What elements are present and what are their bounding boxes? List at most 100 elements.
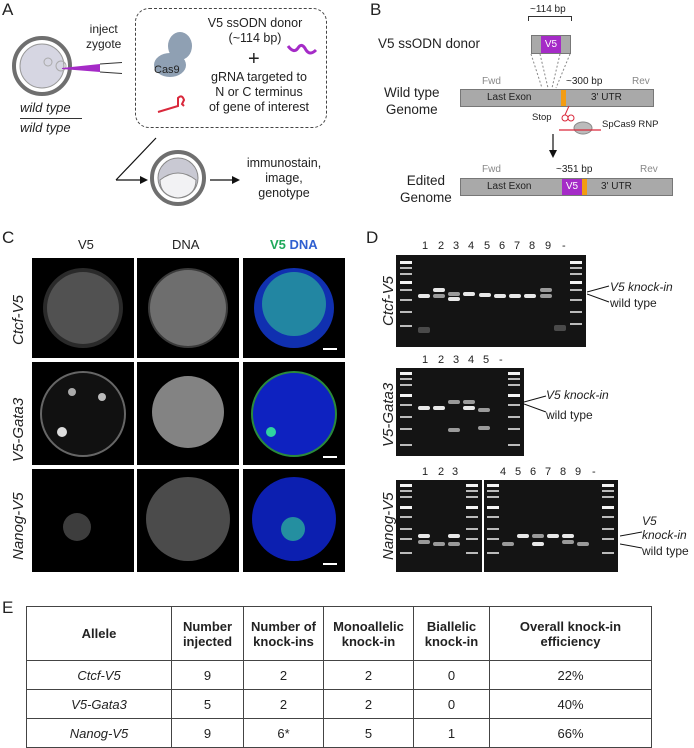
edited-genome-bar: Last Exon V5 3' UTR (460, 178, 673, 196)
table-row: V5-Gata3 5 2 2 0 40% (26, 689, 652, 719)
column-header-dna: DNA (172, 237, 200, 252)
cas9-label: Cas9 (154, 64, 180, 76)
wild-type-band-label: wild type (642, 544, 689, 558)
gel-label-ctcf: Ctcf-V5 (380, 275, 397, 326)
row-label-gata3: V5-Gata3 (10, 397, 27, 462)
lane-number: 1 (422, 466, 429, 478)
micrograph-nanog-merge (243, 469, 345, 572)
donor-description: V5 ssODN donor(~114 bp) (207, 16, 303, 45)
lane-number: 2 (438, 240, 445, 252)
outcome-text: immunostain,image,genotype (246, 156, 322, 200)
table-row: Nanog-V5 9 6* 5 1 66% (26, 718, 652, 748)
cell-allele: Nanog-V5 (26, 718, 172, 748)
lane-number: 7 (545, 466, 552, 478)
donor-title: V5 ssODN donor (378, 36, 481, 51)
lane-number: 8 (529, 240, 536, 252)
table-row: Ctcf-V5 9 2 2 0 22% (26, 660, 652, 690)
lane-number: 6 (499, 240, 506, 252)
lane-number: 4 (468, 354, 475, 366)
wt-genome-bar: Last Exon 3' UTR (460, 89, 654, 107)
panel-label-c: C (2, 228, 15, 247)
lane-number: - (499, 354, 503, 366)
cell-efficiency: 40% (489, 689, 652, 719)
cell-injected: 9 (171, 660, 244, 690)
grna-icon (157, 95, 186, 113)
ssodn-donor-icon (286, 43, 318, 55)
cell-knockins: 6* (243, 718, 324, 748)
lane-number: 3 (453, 354, 460, 366)
cas9-rnp-icon (559, 105, 601, 135)
lane-number: 9 (575, 466, 582, 478)
cell-biallelic: 0 (413, 689, 490, 719)
knock-in-band-label-line1: V5 (642, 514, 657, 528)
micrograph-gata3-merge (243, 362, 345, 465)
genotype-divider (20, 118, 82, 119)
stop-codon (561, 90, 566, 106)
cell-monoallelic: 5 (323, 718, 414, 748)
genotype-bottom: wild type (20, 120, 71, 135)
knock-in-band-label-line2: knock-in (642, 528, 687, 542)
micrograph-gata3-dna (137, 362, 239, 465)
panel-label-a: A (2, 0, 14, 19)
donor-size-bracket (528, 16, 572, 21)
rev-primer-label-edited: Rev (640, 164, 658, 175)
cas9-protein-icon (154, 32, 192, 77)
donor-v5-segment: V5 (541, 36, 561, 53)
column-header-v5: V5 (78, 237, 94, 252)
knock-in-band-label: V5 knock-in (546, 388, 609, 402)
zygote-injection-illustration (12, 36, 122, 96)
band-pointer-lines (587, 285, 610, 303)
lane-number: 5 (483, 354, 490, 366)
wild-type-band-label: wild type (610, 296, 657, 310)
wt-amplicon-label: ~300 bp (566, 76, 603, 87)
gel-divider (482, 480, 484, 572)
rnp-label: SpCas9 RNP (602, 119, 659, 130)
cell-allele: Ctcf-V5 (26, 660, 172, 690)
lane-number: 7 (514, 240, 521, 252)
header-allele: Allele (26, 606, 172, 661)
gel-gata3 (396, 368, 524, 456)
cell-monoallelic: 2 (323, 660, 414, 690)
gel-label-gata3: V5-Gata3 (380, 382, 397, 447)
genotype-top: wild type (20, 100, 71, 115)
cell-injected: 9 (171, 718, 244, 748)
blastocyst-illustration (115, 137, 240, 206)
row-label-ctcf: Ctcf-V5 (10, 294, 27, 345)
lane-number: 5 (484, 240, 491, 252)
donor-size-label: ~114 bp (530, 4, 566, 15)
injection-mix-box (135, 8, 327, 128)
lane-number: 8 (560, 466, 567, 478)
cell-injected: 5 (171, 689, 244, 719)
micrograph-nanog-dna (137, 469, 239, 572)
edited-amplicon-label: ~351 bp (556, 164, 593, 175)
row-label-nanog: Nanog-V5 (10, 492, 27, 560)
cell-allele: V5-Gata3 (26, 689, 172, 719)
lane-number: 4 (468, 240, 475, 252)
micrograph-gata3-v5 (32, 362, 134, 465)
lane-number: 2 (438, 466, 445, 478)
plus-sign: + (248, 48, 260, 70)
micrograph-ctcf-v5 (32, 258, 134, 358)
fwd-primer-label: Fwd (482, 76, 501, 87)
cell-biallelic: 1 (413, 718, 490, 748)
lane-number: 2 (438, 354, 445, 366)
micrograph-ctcf-merge (243, 258, 345, 358)
utr-label: 3' UTR (591, 92, 622, 103)
stop-codon-edited (582, 179, 587, 195)
micrograph-nanog-v5 (32, 469, 134, 572)
v5-insert: V5 (562, 179, 582, 195)
cell-efficiency: 22% (489, 660, 652, 690)
fwd-primer-label-edited: Fwd (482, 164, 501, 175)
down-arrow-icon (549, 134, 557, 158)
lane-number: 3 (452, 466, 459, 478)
